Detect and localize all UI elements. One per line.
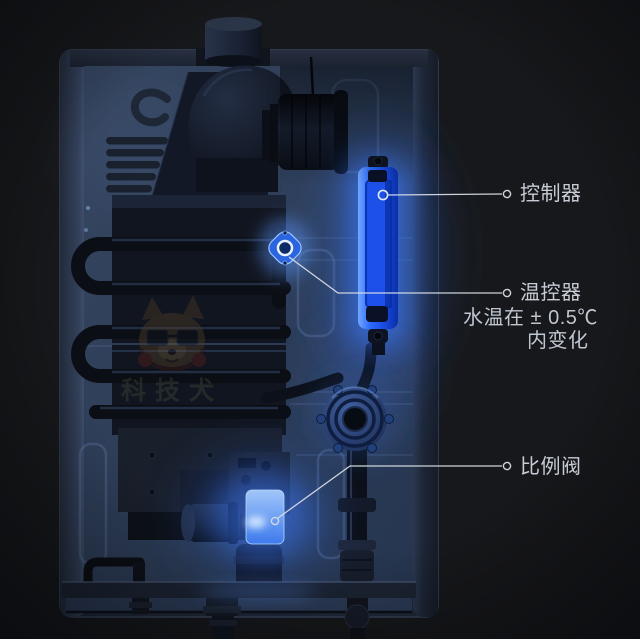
annotation-lines — [270, 189, 512, 526]
label-thermostat: 温控器 — [520, 282, 582, 304]
controller-point-ring — [377, 189, 389, 201]
label-controller: 控制器 — [520, 183, 582, 205]
controller-leader — [377, 189, 512, 201]
valve-label-ring — [502, 461, 512, 471]
label-thermostat-desc-2: 内变化 — [527, 330, 589, 352]
controller-label-ring — [502, 189, 512, 199]
label-proportional-valve: 比例阀 — [520, 456, 582, 478]
valve-leader — [270, 461, 512, 526]
valve-point-ring — [270, 516, 280, 526]
label-thermostat-desc-1: 水温在 ± 0.5℃ — [463, 307, 598, 329]
thermostat-leader — [288, 256, 512, 298]
thermostat-label-ring — [502, 288, 512, 298]
